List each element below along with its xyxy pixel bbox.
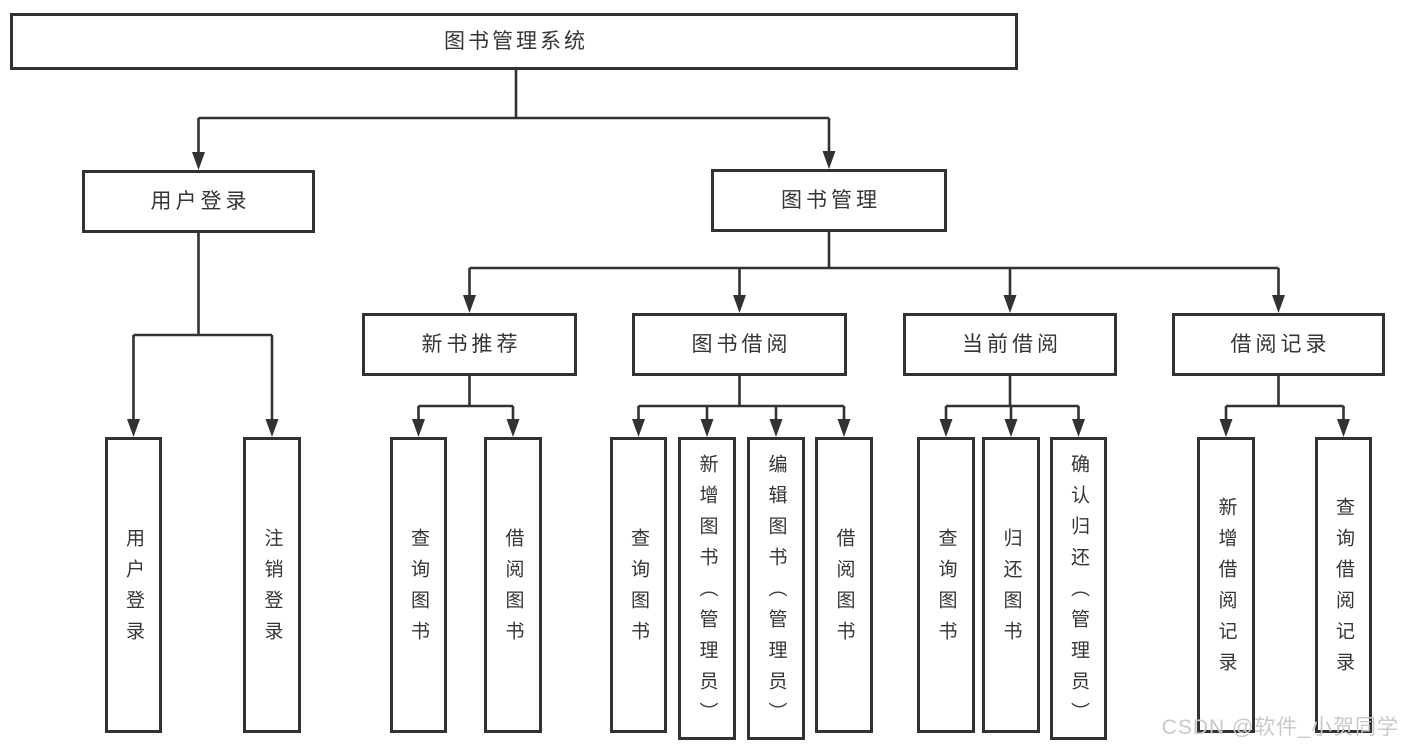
leaf-add-book-admin: 新增图书（管理员）	[678, 437, 736, 740]
node-book-borrow: 图书借阅	[632, 313, 847, 376]
node-borrow-records: 借阅记录	[1172, 313, 1385, 376]
node-user-login-group: 用户登录	[82, 170, 315, 233]
csdn-watermark: CSDN @软件_小贺同学	[1161, 716, 1399, 739]
leaf-edit-book-admin: 编辑图书（管理员）	[747, 437, 805, 740]
leaf-recommend-query-book: 查询图书	[390, 437, 447, 733]
leaf-confirm-return-admin: 确认归还（管理员）	[1050, 437, 1107, 740]
leaf-logout: 注销登录	[243, 437, 301, 733]
leaf-borrow-book: 借阅图书	[815, 437, 873, 733]
node-current-borrow: 当前借阅	[903, 313, 1117, 376]
node-new-book-recommend: 新书推荐	[362, 313, 577, 376]
leaf-user-login: 用户登录	[105, 437, 162, 733]
leaf-recommend-borrow-book: 借阅图书	[484, 437, 542, 733]
leaf-borrow-query-book: 查询图书	[610, 437, 667, 733]
leaf-current-query-book: 查询图书	[917, 437, 975, 733]
leaf-add-borrow-record: 新增借阅记录	[1197, 437, 1255, 733]
node-book-management: 图书管理	[711, 169, 947, 232]
leaf-query-borrow-record: 查询借阅记录	[1315, 437, 1372, 733]
leaf-return-book: 归还图书	[982, 437, 1040, 733]
node-root-system: 图书管理系统	[10, 13, 1018, 70]
